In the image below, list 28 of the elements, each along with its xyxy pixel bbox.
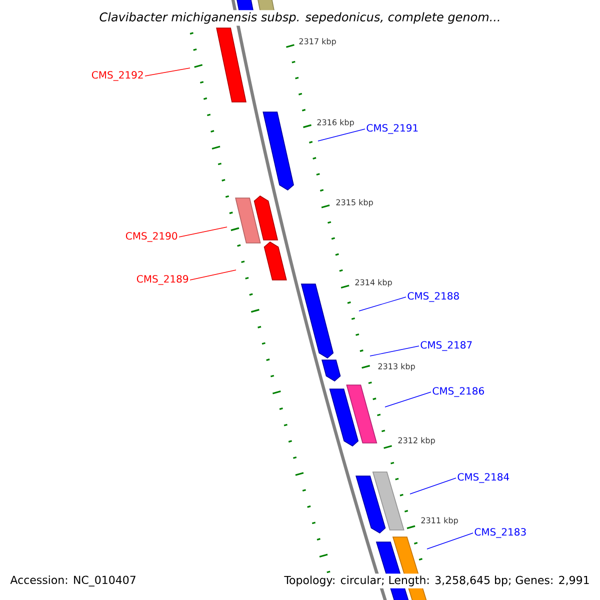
scale-label: 2311 kbp — [421, 517, 458, 525]
scale-label: 2315 kbp — [336, 199, 373, 207]
scale-label: 2317 kbp — [299, 38, 336, 46]
gene-label: CMS_2184 — [458, 473, 510, 483]
gene-label: CMS_2191 — [366, 124, 418, 134]
leader-line — [384, 392, 432, 408]
scale-label: 2313 kbp — [378, 363, 415, 371]
leader-line — [370, 346, 420, 356]
title: Clavibacter michiganensis subsp. sepedonicus, complete genom... — [97, 10, 503, 26]
leader-line — [144, 68, 190, 76]
leader-line — [190, 270, 236, 280]
leader-line — [358, 296, 406, 312]
leader-line — [178, 226, 228, 238]
leader-line — [318, 128, 366, 142]
gene-label: CMS_2190 — [126, 232, 178, 242]
leader-line — [426, 532, 474, 550]
footer-text: Accession: NC_010407 — [8, 574, 138, 588]
gene-label: CMS_2187 — [420, 341, 472, 351]
gene-label: CMS_2186 — [432, 387, 484, 397]
scale-label: 2316 kbp — [317, 119, 354, 127]
scale-label: 2312 kbp — [398, 437, 435, 445]
gene-label: CMS_2189 — [136, 275, 188, 285]
footer-text: Topology: circular; Length: 3,258,645 bp; Genes: 2,991 — [282, 574, 592, 588]
gene-label: CMS_2188 — [408, 292, 459, 302]
gene-label: CMS_2183 — [474, 528, 526, 538]
leader-line — [410, 478, 456, 494]
gene-label: CMS_2192 — [92, 71, 143, 81]
scale-label: 2314 kbp — [355, 279, 392, 287]
